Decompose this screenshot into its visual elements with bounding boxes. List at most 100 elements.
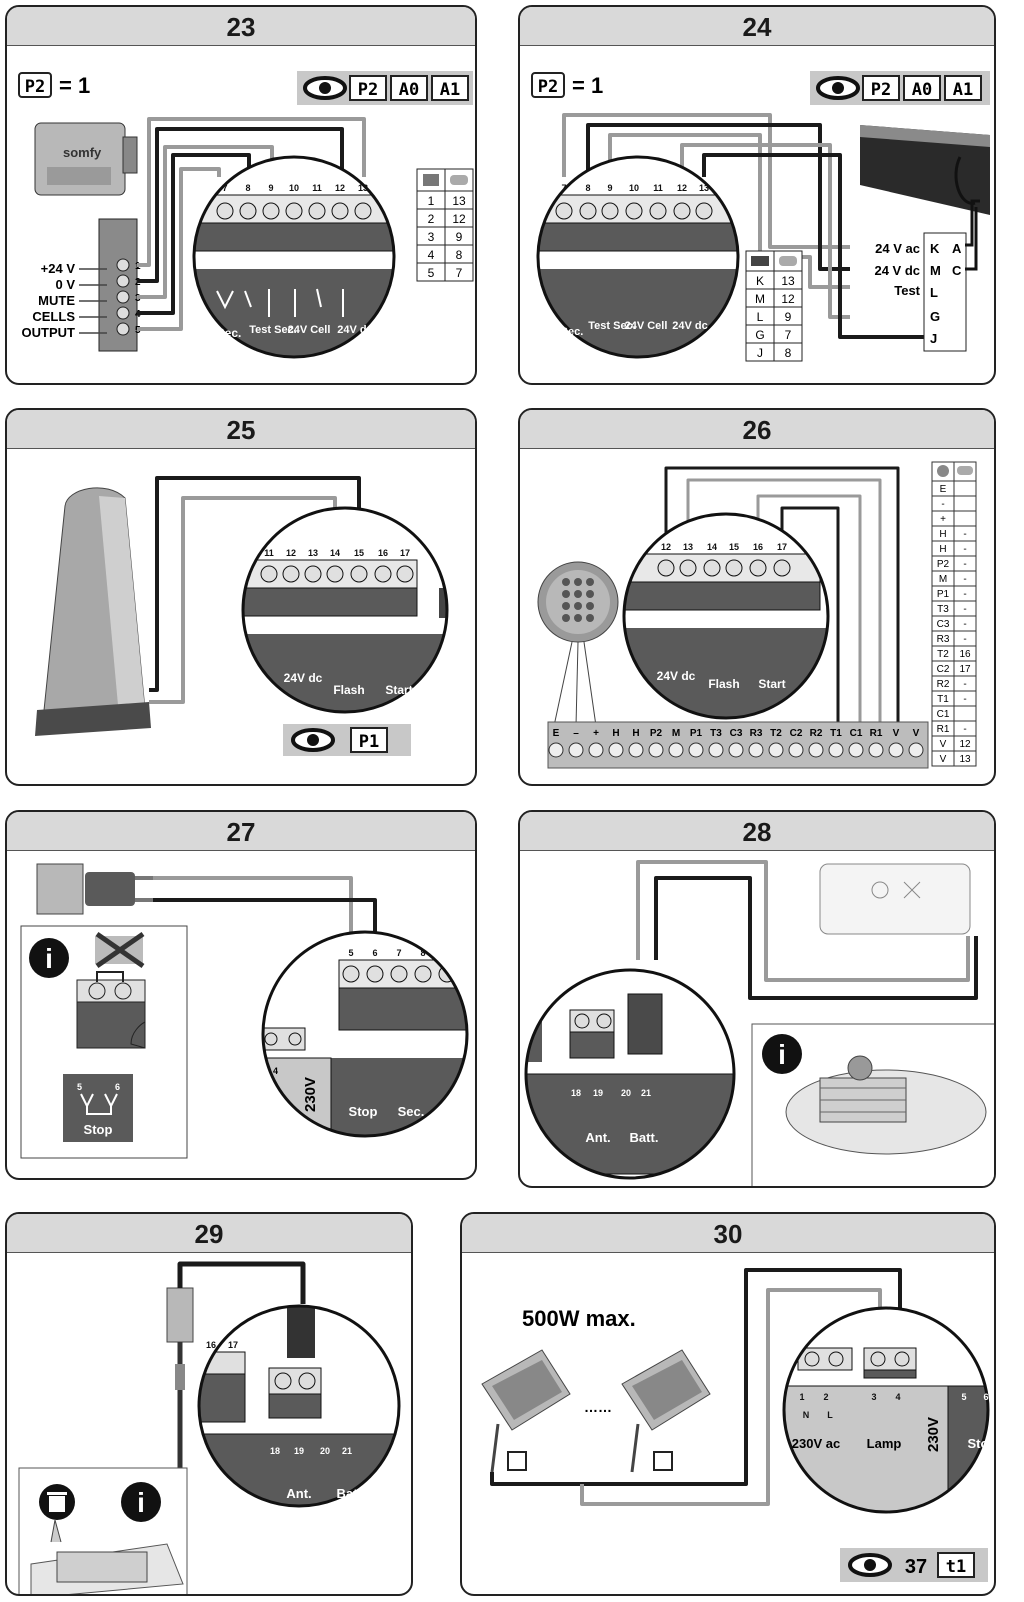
table-cell: V (940, 739, 947, 750)
edge-l: L (930, 285, 938, 300)
eye-icon (848, 1553, 892, 1577)
p2-value: = 1 (572, 73, 603, 98)
diagram-24: P2 = 1 P2 A0 A1 (531, 71, 990, 362)
info-icon: i (29, 938, 69, 978)
strip-label: T2 (770, 728, 782, 739)
map-row4-b: 7 (785, 328, 792, 342)
strip-screw (768, 742, 784, 758)
table-cell: T1 (937, 694, 949, 705)
map-row2-a: M (755, 292, 765, 306)
label-batt: Batt. (337, 1486, 366, 1501)
edge-a: A (952, 241, 962, 256)
terminal-12: 12 (661, 542, 671, 552)
label-sec: Sec. (217, 326, 242, 340)
panel-27-title: 27 (7, 812, 475, 851)
map-row1-b: 13 (452, 194, 466, 208)
pin-19: 19 (294, 1446, 304, 1456)
label-stop: Stop (349, 1104, 378, 1119)
wire-gray-1 (137, 117, 366, 267)
strip-screw (708, 742, 724, 758)
table-cell: - (963, 619, 966, 630)
lcd-a1: A1 (440, 80, 460, 100)
map-row1-b: 13 (781, 274, 795, 288)
terminal-13: 13 (699, 183, 709, 193)
terminal-11: 11 (312, 183, 322, 193)
strip-screw (548, 742, 564, 758)
label-sec: Sec. (561, 326, 584, 338)
strip-label: C2 (790, 728, 803, 739)
pin-2: 2 (823, 1392, 828, 1402)
panel-29-title: 29 (7, 1214, 411, 1253)
strip-screw (828, 742, 844, 758)
terminal-10: 10 (289, 183, 299, 193)
edge-device-icon (751, 256, 769, 266)
table-cell: R1 (937, 724, 950, 735)
svg-text:i: i (137, 1487, 145, 1518)
panel-28-title: 28 (520, 812, 994, 851)
table-cell: V (940, 754, 947, 765)
edge-g: G (930, 309, 940, 324)
table-cell: - (963, 574, 966, 585)
table-cell: H (939, 544, 946, 555)
edge-j: J (930, 331, 937, 346)
panel-24-title: 24 (520, 7, 994, 46)
info-icon: i (121, 1482, 161, 1522)
panel-27: 27 i 5 6 Stop (5, 810, 477, 1180)
table-cell: R3 (937, 634, 950, 645)
label-test-sec: Test Sec. (249, 324, 297, 336)
table-cell: T3 (937, 604, 949, 615)
floodlight-lamp-1 (481, 1349, 571, 1473)
map-row3-b: 9 (456, 230, 463, 244)
lcd-a0: A0 (912, 80, 932, 100)
label-24v-dc: 24V dc (672, 320, 707, 332)
label-24v-cell: 24V Cell (288, 324, 331, 336)
table-cell: + (940, 514, 946, 525)
map-row3-a: 3 (428, 230, 435, 244)
pin-20: 20 (320, 1446, 330, 1456)
voltage-230v: 230V (925, 1417, 942, 1452)
label-24v-cell: 24V Cell (625, 320, 668, 332)
lcd-p2: P2 (538, 77, 558, 97)
eye-icon (816, 76, 860, 100)
lcd-a0: A0 (399, 80, 419, 100)
side-pin-4: 4 (273, 1066, 278, 1076)
cell-terminal-block (98, 218, 138, 352)
strip-label: H (612, 728, 619, 739)
recycle-bin-icon (39, 1484, 75, 1520)
diagram-25: 11 12 13 14 15 16 17 24V dc Flash Start … (35, 476, 449, 756)
terminal-13: 13 (308, 548, 318, 558)
map-row4-a: G (755, 328, 764, 342)
terminal-10: 10 (629, 183, 639, 193)
label-l: L (827, 1410, 833, 1420)
panel-30: 30 500W max. …… (460, 1212, 996, 1596)
label-ant: Ant. (286, 1486, 311, 1501)
table-cell: H (939, 529, 946, 540)
cell-label-mute: MUTE (38, 293, 75, 308)
map-row5-b: 7 (456, 266, 463, 280)
cell-device-icon (423, 174, 439, 186)
edge-label-24vdc: 24 V dc (874, 263, 920, 278)
board-icon (450, 175, 468, 185)
pin-1: 1 (799, 1392, 804, 1402)
magnifier-ring (192, 155, 396, 359)
power-max-label: 500W max. (522, 1306, 636, 1331)
lcd-p2-b: P2 (358, 80, 378, 100)
label-230v-ac: 230V ac (792, 1436, 840, 1451)
label-stop: Sto (968, 1436, 989, 1451)
diagram-28: 18 19 20 21 Ant. Batt. i (524, 860, 994, 1186)
floodlight-lamp-2 (621, 1349, 711, 1473)
panel-25: 25 11 12 13 14 15 (5, 408, 477, 786)
label-n: N (803, 1410, 810, 1420)
table-cell: - (963, 529, 966, 540)
stop-switch-device (36, 863, 153, 915)
map-row5-b: 8 (785, 346, 792, 360)
panel-23: 23 P2 = 1 P2 A0 A1 somfy 1 (5, 5, 477, 385)
terminal-8: 8 (245, 183, 250, 193)
diagram-23: P2 = 1 P2 A0 A1 somfy 1 2 3 4 (18, 71, 474, 359)
board-icon (779, 256, 797, 266)
strip-screw (668, 742, 684, 758)
label-24v-dc: 24V dc (657, 669, 696, 683)
edge-label-test: Test (894, 283, 920, 298)
table-cell: - (963, 634, 966, 645)
